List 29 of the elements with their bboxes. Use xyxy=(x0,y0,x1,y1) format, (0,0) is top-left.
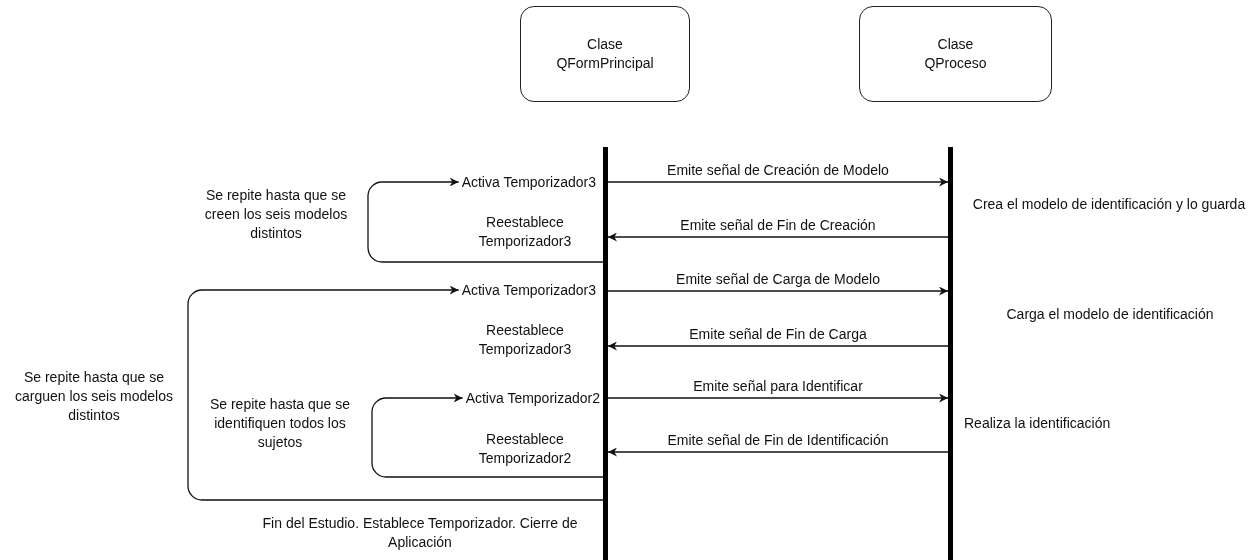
note-text: Realiza la identificación xyxy=(964,414,1112,433)
message-arrow xyxy=(607,447,949,457)
loop-condition: Se repite hasta que se identifiquen todos los sujetos xyxy=(208,395,352,452)
message-label: Emite señal de Carga de Modelo xyxy=(674,271,882,288)
class-box: Clase QProceso xyxy=(859,6,1052,102)
action-text: Activa Temporizador2 xyxy=(465,389,600,407)
message-arrow xyxy=(607,177,949,187)
lifeline-bar xyxy=(948,147,953,560)
loop-arrow xyxy=(187,285,604,501)
message-label: Emite señal para Identificar xyxy=(691,378,865,395)
note-text: Reestablece Temporizador3 xyxy=(477,321,573,359)
note-text: Fin del Estudio. Establece Temporizador. Cierre de Aplicación xyxy=(261,514,579,552)
loop-condition: Se repite hasta que se carguen los seis modelos distintos xyxy=(14,368,174,425)
action-text: Activa Temporizador3 xyxy=(461,281,596,299)
message-arrow xyxy=(607,232,949,242)
message-arrow xyxy=(607,286,949,296)
loop-arrow xyxy=(367,177,604,263)
note-text: Crea el modelo de identificación y lo guarda xyxy=(971,195,1247,214)
note-text: Reestablece Temporizador3 xyxy=(477,213,573,251)
class-box: Clase QFormPrincipal xyxy=(520,6,690,102)
note-text: Carga el modelo de identificación xyxy=(1005,305,1215,324)
loop-condition: Se repite hasta que se creen los seis modelos distintos xyxy=(203,186,349,243)
message-arrow xyxy=(607,341,949,351)
note-text: Reestablece Temporizador2 xyxy=(477,430,573,468)
message-arrow xyxy=(607,393,949,403)
action-text: Activa Temporizador3 xyxy=(461,173,596,191)
message-label: Emite señal de Fin de Carga xyxy=(687,326,869,343)
loop-arrow xyxy=(371,393,604,478)
lifeline-bar xyxy=(603,147,608,560)
